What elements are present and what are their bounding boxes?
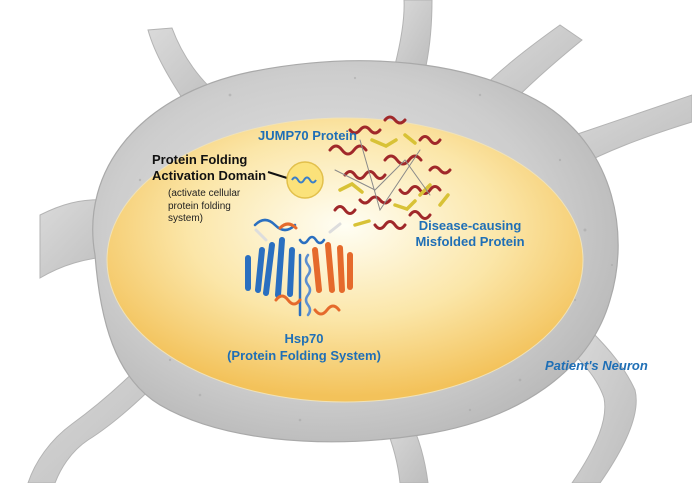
misfolded-line2: Misfolded Protein <box>415 234 525 249</box>
misfolded-protein-icon <box>328 115 452 230</box>
activation-desc-line2: protein folding <box>168 200 231 212</box>
cytoplasm-region <box>106 117 584 403</box>
misfolded-line1: Disease-causing <box>418 218 522 233</box>
activation-title-line1: Protein Folding <box>152 152 248 167</box>
misfolded-protein-label: Disease-causing Misfolded Protein <box>405 218 535 250</box>
hsp70-label: Hsp70 (Protein Folding System) <box>214 330 394 364</box>
activation-domain-description: (activate cellular protein folding syste… <box>168 188 240 226</box>
dendrite-right-upper <box>559 94 692 169</box>
activation-domain-title: Protein Folding Activation Domain <box>152 152 266 184</box>
activation-title-line2: Activation Domain <box>152 168 267 183</box>
neuron-texture <box>116 76 614 422</box>
dendrite-top-center <box>394 0 433 67</box>
activation-desc-line1: (activate cellular <box>168 188 241 199</box>
activation-desc-line3: system) <box>168 213 203 224</box>
jump70-label: JUMP70 Protein <box>258 128 357 143</box>
activation-connector <box>267 171 288 179</box>
hsp70-protein-icon <box>245 218 353 317</box>
patient-neuron-label: Patient's Neuron <box>545 358 648 373</box>
activation-helix-glyph <box>291 176 317 184</box>
hsp70-line2: (Protein Folding System) <box>227 348 381 363</box>
dendrite-right-lower <box>569 329 637 483</box>
hsp70-line1: Hsp70 <box>284 331 324 346</box>
